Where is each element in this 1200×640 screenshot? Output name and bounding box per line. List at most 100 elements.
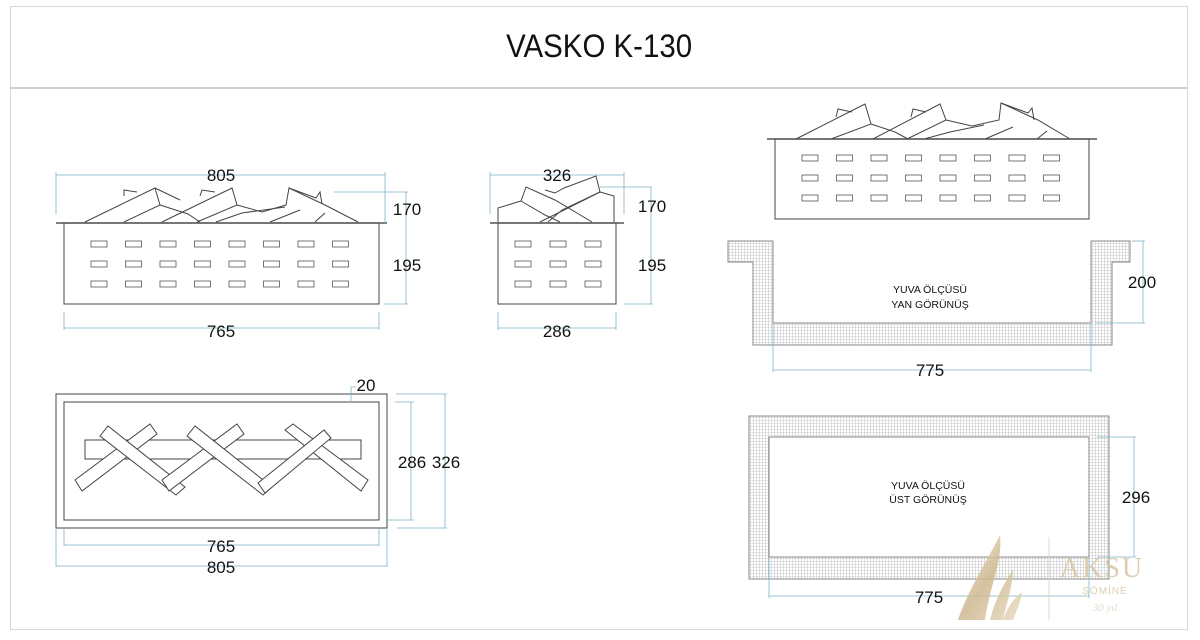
top-inner-width-label: 765 [207, 537, 235, 556]
side-overall-width-label: 326 [543, 166, 571, 185]
side-view [490, 175, 624, 305]
logo-brand: AKSU [1060, 553, 1144, 584]
vent-slot [939, 174, 957, 182]
title-bar: VASKO K-130 [10, 6, 1188, 89]
vent-slot [263, 260, 280, 268]
vent-slot [939, 154, 957, 162]
vent-slot [549, 280, 567, 288]
niche-side-dimensions [772, 240, 1145, 372]
niche-top-depth-label: 296 [1122, 488, 1150, 507]
front-dimensions [55, 172, 408, 330]
top-view [55, 393, 388, 529]
vent-slot [332, 260, 349, 268]
front-flame-height-label: 170 [393, 200, 421, 219]
vent-slot [1008, 174, 1026, 182]
vent-slot [836, 154, 853, 162]
front-view [56, 187, 387, 305]
niche-insert-body [774, 138, 1090, 220]
flame-logo-icon [958, 535, 1022, 620]
vent-slot [974, 174, 991, 182]
niche-insert-logs [795, 102, 1071, 140]
vent-slot [159, 260, 177, 268]
vent-slot [194, 280, 211, 288]
vent-slot [90, 240, 108, 248]
page-title: VASKO K-130 [505, 28, 692, 64]
front-body [63, 222, 380, 305]
front-overall-width-label: 805 [207, 166, 235, 185]
niche-top-label-line1: YUVA ÖLÇÜSÜ [891, 480, 965, 492]
top-inner-frame [63, 401, 380, 521]
vent-slot [801, 174, 819, 182]
vent-slot [194, 260, 211, 268]
vent-slot [228, 260, 246, 268]
vent-slot [125, 260, 142, 268]
top-outer-depth-label: 326 [432, 453, 460, 472]
vent-slot [870, 194, 888, 202]
side-logs [497, 175, 615, 223]
side-flame-height-label: 170 [638, 197, 666, 216]
brand-logo: AKSU ŞÖMİNE 30 yıl [958, 535, 1144, 620]
vent-slot [125, 240, 142, 248]
vent-slot [905, 154, 922, 162]
top-outer-width-label: 805 [207, 558, 235, 577]
vent-slot [297, 240, 315, 248]
vent-slot [870, 174, 888, 182]
front-body-height-label: 195 [393, 256, 421, 275]
vent-slot [905, 194, 922, 202]
niche-top-dimensions [768, 436, 1136, 598]
vent-slot [939, 194, 957, 202]
side-body-height-label: 195 [638, 256, 666, 275]
niche-top-hatch [748, 415, 1110, 580]
vent-slot [905, 174, 922, 182]
niche-top-width-label: 775 [915, 588, 943, 607]
vent-slot [90, 260, 108, 268]
vent-slot [870, 154, 888, 162]
vent-slot [125, 280, 142, 288]
niche-insert-view [767, 102, 1097, 220]
niche-side-depth-label: 200 [1128, 273, 1156, 292]
top-outer-frame [55, 393, 388, 529]
vent-slot [801, 154, 819, 162]
niche-top-view [748, 415, 1110, 580]
vent-slot [1008, 194, 1026, 202]
top-dimensions [55, 386, 447, 567]
vent-slot [194, 240, 211, 248]
front-logs [84, 187, 359, 223]
vent-slot [332, 240, 349, 248]
vent-slot [974, 194, 991, 202]
side-body-width-label: 286 [543, 322, 571, 341]
vent-slot [836, 174, 853, 182]
vent-slot [90, 280, 108, 288]
vent-slot [974, 154, 991, 162]
vent-slot [1008, 154, 1026, 162]
vent-slot [514, 280, 532, 288]
vent-slot [297, 260, 315, 268]
vent-slot [228, 240, 246, 248]
niche-top-label-line2: ÜST GÖRÜNÜŞ [889, 494, 966, 506]
side-vents [514, 240, 602, 288]
side-body [497, 222, 617, 305]
vent-slot [1043, 174, 1060, 182]
top-logs [74, 423, 369, 496]
vent-slot [584, 260, 602, 268]
side-dimensions [489, 172, 653, 330]
vent-slot [549, 260, 567, 268]
vent-slot [1043, 154, 1060, 162]
vent-slot [514, 240, 532, 248]
vent-slot [801, 194, 819, 202]
niche-insert-vents [801, 154, 1060, 202]
top-frame-offset-label: 20 [357, 376, 376, 395]
vent-slot [584, 280, 602, 288]
front-vents [90, 240, 349, 288]
vent-slot [228, 280, 246, 288]
top-inner-depth-label: 286 [398, 453, 426, 472]
vent-slot [584, 240, 602, 248]
vent-slot [836, 194, 853, 202]
vent-slot [332, 280, 349, 288]
vent-slot [297, 280, 315, 288]
vent-slot [159, 240, 177, 248]
logo-years: 30 yıl [1092, 602, 1118, 614]
niche-side-label-line1: YUVA ÖLÇÜSÜ [893, 284, 967, 296]
vent-slot [263, 240, 280, 248]
